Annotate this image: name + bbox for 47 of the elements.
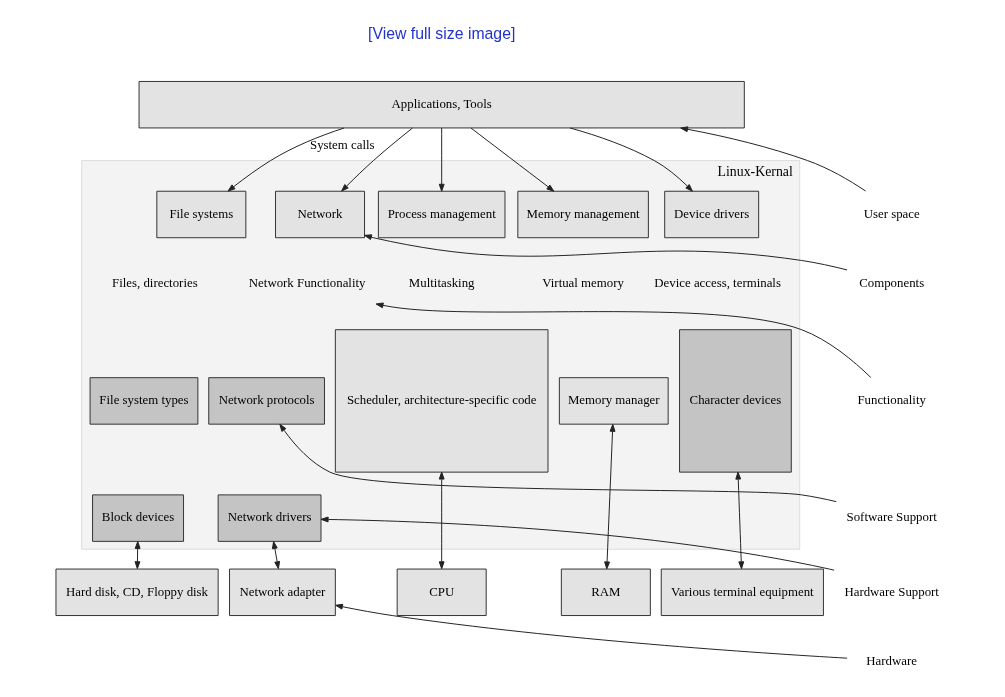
node-box: CPU [396, 568, 487, 617]
node-box: Device drivers [664, 190, 760, 239]
arrow [364, 234, 848, 271]
node-box: Hard disk, CD, Floppy disk [55, 568, 219, 617]
arrow [335, 603, 848, 659]
node-box: Process management [377, 190, 506, 239]
arrow [279, 423, 837, 503]
node-box: Various terminal equipment [660, 568, 824, 617]
node-box: File systems [156, 190, 247, 239]
label: Multitasking [408, 276, 475, 291]
node-text: Hardware Support [844, 584, 939, 599]
node-box: Network adapter [229, 568, 336, 617]
arrow [680, 126, 867, 192]
node-box: Block devices [92, 494, 185, 542]
label: Device access, terminals [654, 276, 781, 291]
node-box: Character devices [679, 329, 792, 473]
node-box: Memory management [517, 190, 649, 239]
node-box: Network [275, 190, 366, 239]
node-text: Functionality [857, 393, 926, 408]
node-box: Network protocols [208, 377, 325, 425]
node-text: Software Support [846, 510, 937, 525]
arrow [375, 302, 872, 378]
node-text: Network Functionality [248, 276, 366, 291]
node-box: RAM [560, 568, 651, 617]
arrow [470, 127, 555, 192]
arrow [271, 541, 281, 570]
node-box: File system types [89, 377, 199, 425]
arrow [438, 127, 445, 192]
arrow [227, 127, 345, 192]
arrow [341, 127, 414, 192]
label: Virtual memory [542, 276, 624, 291]
arrow [569, 127, 693, 192]
node-box: Applications, Tools [138, 80, 745, 129]
node-text: Hardware [866, 653, 917, 668]
node-box: Network drivers [217, 494, 322, 542]
node-text: User space [863, 206, 920, 221]
arrow [134, 541, 141, 570]
label: Files, directories [112, 276, 198, 291]
node-text: Components [859, 276, 925, 291]
label: [View full size image] [368, 25, 516, 43]
node-box: Scheduler, architecture-specific code [334, 329, 549, 473]
arrow [320, 516, 835, 571]
arrow [438, 471, 445, 570]
edge-label: System calls [309, 138, 375, 153]
arrow [735, 471, 745, 570]
arrow [604, 423, 616, 570]
node-box: Memory manager [558, 377, 669, 425]
